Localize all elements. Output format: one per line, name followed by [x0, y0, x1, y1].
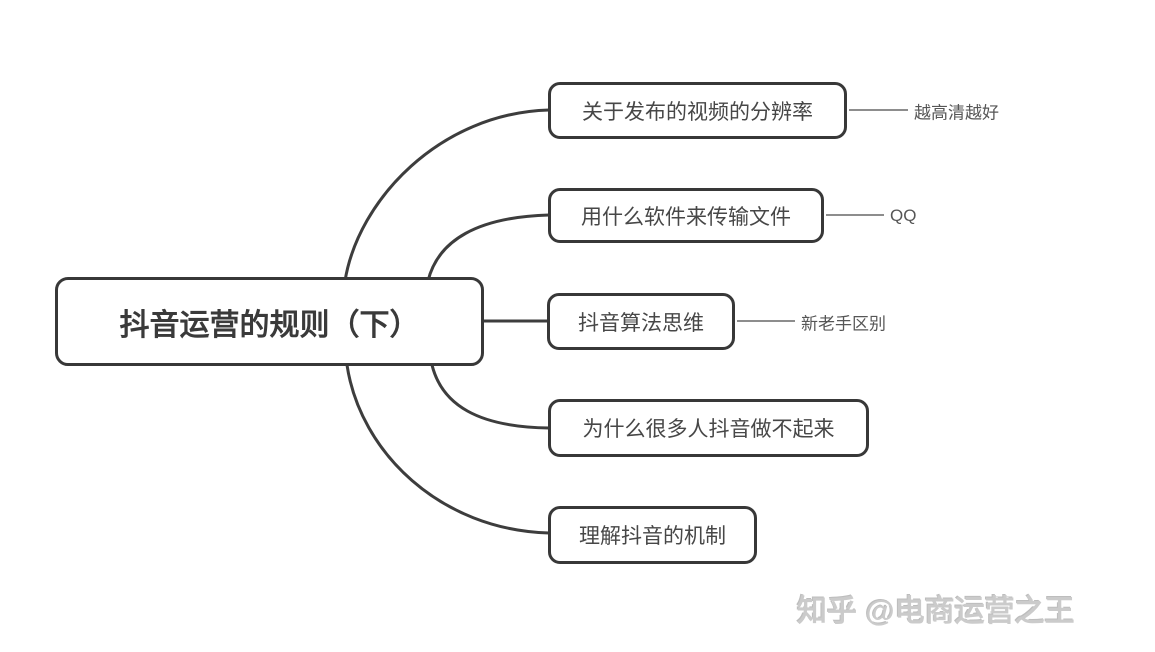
connector-root-branch-2 [426, 213, 551, 283]
note-algorithm-thinking[interactable]: 新老手区别 [801, 314, 886, 334]
note-transfer-software[interactable]: QQ [890, 206, 917, 225]
root-node[interactable]: 抖音运营的规则（下） [55, 277, 484, 366]
branch-node-why-fail[interactable]: 为什么很多人抖音做不起来 [548, 399, 869, 457]
zhihu-watermark: 知乎 @电商运营之王 [797, 595, 1075, 628]
note-video-resolution[interactable]: 越高清越好 [914, 103, 999, 123]
connector-root-branch-1 [343, 108, 551, 283]
branch-node-transfer-software[interactable]: 用什么软件来传输文件 [548, 188, 824, 243]
branch-node-understand-mechanism[interactable]: 理解抖音的机制 [548, 506, 757, 564]
connector-root-branch-5 [345, 363, 551, 535]
branch-node-video-resolution[interactable]: 关于发布的视频的分辨率 [548, 82, 847, 139]
branch-node-algorithm-thinking[interactable]: 抖音算法思维 [547, 293, 735, 350]
connector-root-branch-4 [430, 363, 551, 430]
